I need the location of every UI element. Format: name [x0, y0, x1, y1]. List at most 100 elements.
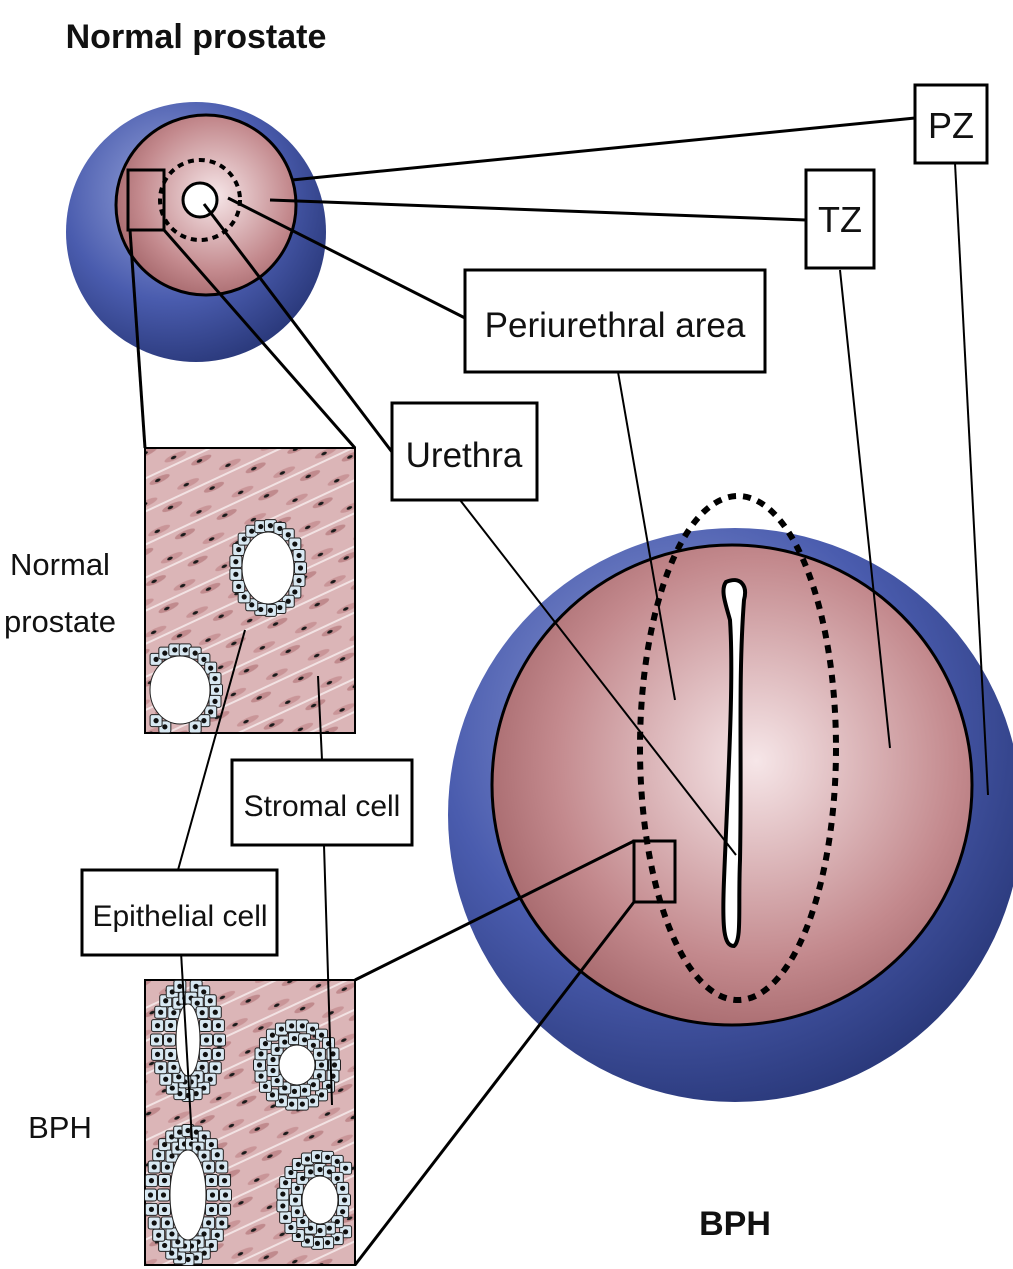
cell-nucleus — [162, 1243, 167, 1248]
cell-nucleus — [153, 718, 158, 723]
cell-nucleus — [206, 1165, 211, 1170]
cell-nucleus — [283, 1215, 288, 1220]
cell-nucleus — [277, 526, 282, 531]
cell-nucleus — [163, 1077, 168, 1082]
pz-callout: PZ — [915, 85, 987, 163]
cell-nucleus — [183, 647, 188, 652]
cell-nucleus — [340, 1186, 345, 1191]
gland-lumen — [150, 656, 210, 724]
cell-nucleus — [168, 1023, 173, 1028]
cell-nucleus — [280, 1203, 285, 1208]
cell-nucleus — [163, 998, 168, 1003]
cell-nucleus — [217, 1037, 222, 1042]
periurethral-callout: Periurethral area — [465, 270, 765, 372]
cell-nucleus — [302, 1037, 307, 1042]
cell-nucleus — [223, 1192, 228, 1197]
cell-nucleus — [177, 1130, 182, 1135]
cell-nucleus — [286, 532, 291, 537]
cell-nucleus — [185, 1257, 190, 1262]
cell-nucleus — [310, 1026, 315, 1031]
gland-lumen — [279, 1045, 315, 1085]
cell-nucleus — [148, 1192, 153, 1197]
cell-nucleus — [209, 1178, 214, 1183]
cell-nucleus — [249, 529, 254, 534]
cell-nucleus — [161, 1192, 166, 1197]
cell-nucleus — [162, 724, 167, 729]
cell-nucleus — [292, 1089, 297, 1094]
cell-nucleus — [300, 1101, 305, 1106]
cell-nucleus — [203, 1023, 208, 1028]
cell-nucleus — [319, 1033, 324, 1038]
tz-callout: TZ — [806, 170, 874, 268]
bph-illustration — [448, 496, 1013, 1102]
cell-nucleus — [208, 998, 213, 1003]
cell-nucleus — [154, 1037, 159, 1042]
cell-nucleus — [282, 1039, 287, 1044]
cell-nucleus — [305, 1156, 310, 1161]
cell-nucleus — [343, 1166, 348, 1171]
cell-nucleus — [149, 1207, 154, 1212]
cell-nucleus — [162, 1178, 167, 1183]
cell-nucleus — [203, 1052, 208, 1057]
cell-nucleus — [289, 1101, 294, 1106]
cell-nucleus — [270, 1057, 275, 1062]
cell-nucleus — [213, 1010, 218, 1015]
cell-nucleus — [156, 1233, 161, 1238]
pz-label: PZ — [928, 105, 974, 146]
cell-nucleus — [292, 589, 297, 594]
cell-nucleus — [171, 1065, 176, 1070]
epithelial-label: Epithelial cell — [92, 900, 267, 933]
cell-nucleus — [258, 1074, 263, 1079]
cell-nucleus — [155, 1052, 160, 1057]
cell-nucleus — [210, 1192, 215, 1197]
urethra-callout: Urethra — [392, 403, 537, 500]
cell-nucleus — [288, 1170, 293, 1175]
cell-nucleus — [293, 1197, 298, 1202]
cell-nucleus — [335, 1236, 340, 1241]
cell-nucleus — [168, 1052, 173, 1057]
cell-nucleus — [295, 1209, 300, 1214]
gland-lumen — [242, 532, 294, 604]
cell-nucleus — [296, 578, 301, 583]
cell-nucleus — [170, 1085, 175, 1090]
cell-nucleus — [193, 724, 198, 729]
cell-nucleus — [216, 1052, 221, 1057]
normal-prostate-title: Normal prostate — [66, 18, 327, 56]
cell-nucleus — [152, 1220, 157, 1225]
cell-nucleus — [213, 1065, 218, 1070]
cell-nucleus — [204, 1037, 209, 1042]
cell-nucleus — [201, 989, 206, 994]
cell-nucleus — [296, 1233, 301, 1238]
cell-nucleus — [185, 1128, 190, 1133]
cell-nucleus — [319, 1092, 324, 1097]
cell-nucleus — [222, 1178, 227, 1183]
cell-nucleus — [296, 553, 301, 558]
cell-nucleus — [233, 559, 238, 564]
cell-nucleus — [242, 536, 247, 541]
cell-nucleus — [258, 607, 263, 612]
cell-nucleus — [270, 1068, 275, 1073]
cell-nucleus — [268, 523, 273, 528]
bph-side-label: BPH — [28, 1110, 92, 1145]
cell-nucleus — [270, 1033, 275, 1038]
cell-nucleus — [310, 1098, 315, 1103]
cell-nucleus — [288, 1225, 293, 1230]
cell-nucleus — [298, 565, 303, 570]
cell-nucleus — [158, 1010, 163, 1015]
cell-nucleus — [233, 572, 238, 577]
cell-nucleus — [236, 547, 241, 552]
cell-nucleus — [172, 647, 177, 652]
urethra-label: Urethra — [406, 436, 523, 475]
cell-nucleus — [200, 1065, 205, 1070]
cell-nucleus — [311, 1082, 316, 1087]
cell-nucleus — [317, 1052, 322, 1057]
cell-nucleus — [195, 1001, 200, 1006]
cell-nucleus — [201, 657, 206, 662]
cell-nucleus — [201, 1153, 206, 1158]
cell-nucleus — [305, 1238, 310, 1243]
cell-nucleus — [308, 1169, 313, 1174]
stromal-callout: Stromal cell — [232, 760, 412, 845]
periurethral-label: Periurethral area — [485, 306, 746, 345]
cell-nucleus — [156, 1152, 161, 1157]
cell-nucleus — [258, 1051, 263, 1056]
